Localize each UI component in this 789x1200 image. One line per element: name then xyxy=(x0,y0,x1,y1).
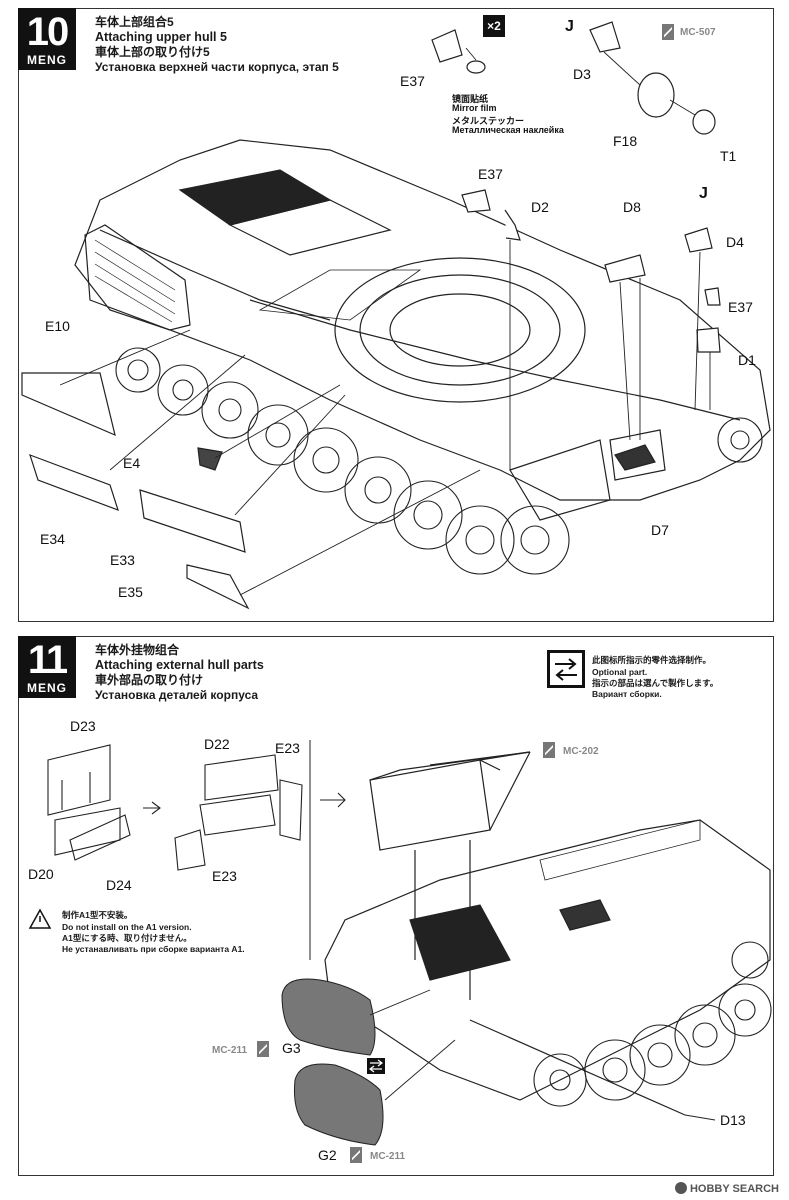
j-mark-2: J xyxy=(699,185,708,202)
watermark-text: HOBBY SEARCH xyxy=(689,1183,779,1195)
label-e23-top: E23 xyxy=(275,740,300,756)
watermark: HOBBY SEARCH xyxy=(674,1182,779,1195)
label-d23: D23 xyxy=(70,718,96,734)
title-jp: 車体上部の取り付け5 xyxy=(95,45,210,59)
label-d24: D24 xyxy=(106,877,132,893)
label-e37-top: E37 xyxy=(400,73,425,89)
mirror-film-jp: メタルステッカー xyxy=(452,116,525,126)
paint-code-mc202: MC-202 xyxy=(563,746,599,757)
paint-brush-icon xyxy=(543,742,555,758)
step11-leader-lines xyxy=(369,989,716,1121)
label-e34: E34 xyxy=(40,531,65,547)
label-e37-right: E37 xyxy=(728,299,753,315)
label-f18: F18 xyxy=(613,133,638,149)
warning-note-jp: A1型にする時、取り付けません。 xyxy=(62,933,192,943)
part-d3 xyxy=(589,21,621,53)
paint-code-mc211-g3: MC-211 xyxy=(212,1045,248,1056)
label-d8: D8 xyxy=(623,199,641,215)
step-number-badge: 10 MENG xyxy=(18,8,76,70)
label-e37-mid: E37 xyxy=(478,166,503,182)
part-f18 xyxy=(637,72,675,118)
step11-hull-drawing xyxy=(324,751,772,1116)
title-en: Attaching upper hull 5 xyxy=(95,30,227,44)
label-e4: E4 xyxy=(123,455,141,471)
step11-subassembly-drawing xyxy=(47,744,346,871)
label-d13: D13 xyxy=(720,1112,746,1128)
part-e10-box xyxy=(21,372,116,437)
step10-hull-drawing xyxy=(74,139,771,575)
mirror-film-en: Mirror film xyxy=(452,103,497,113)
label-e23-bottom: E23 xyxy=(212,868,237,884)
brand-logo: MENG xyxy=(27,53,67,67)
part-g3-tarp xyxy=(281,978,376,1056)
label-t1: T1 xyxy=(720,148,737,164)
warning-triangle-icon xyxy=(28,908,52,929)
label-d22: D22 xyxy=(204,736,230,752)
optional-note-en: Optional part. xyxy=(592,667,648,677)
warning-note-ru: Не устанавливать при сборке варианта A1. xyxy=(62,944,245,954)
part-d8 xyxy=(604,254,646,283)
part-g2-tarp xyxy=(294,1063,384,1146)
paint-code-mc507: MC-507 xyxy=(680,27,716,38)
warning-note-cn: 制作A1型不安装。 xyxy=(62,910,133,920)
part-e34-box xyxy=(29,454,119,511)
part-e37-mid xyxy=(461,189,491,213)
step-title-block: 车体上部组合5 Attaching upper hull 5 車体上部の取り付け… xyxy=(95,15,339,75)
mirror-film-cn: 镜面贴纸 xyxy=(452,94,489,104)
label-d7: D7 xyxy=(651,522,669,538)
title-cn: 车体上部组合5 xyxy=(95,15,174,29)
label-d3: D3 xyxy=(573,66,591,82)
optional-part-legend-icon xyxy=(547,650,585,688)
part-j-bracket xyxy=(684,227,713,253)
title-ru: Установка верхней части корпуса, этап 5 xyxy=(95,60,339,74)
step10-parts xyxy=(21,21,721,610)
part-e4-plate xyxy=(197,447,223,471)
label-e10: E10 xyxy=(45,318,70,334)
paint-code-mc211-g2: MC-211 xyxy=(370,1151,406,1162)
part-e37-lamp xyxy=(431,29,463,63)
step-number: 10 xyxy=(26,10,70,54)
mirror-film-ru: Металлическая наклейка xyxy=(452,125,564,135)
paint-brush-icon xyxy=(257,1041,269,1057)
part-e37-right xyxy=(696,327,721,353)
step11-tarps xyxy=(281,978,384,1146)
label-g2: G2 xyxy=(318,1147,337,1163)
optional-part-icon xyxy=(367,1058,385,1074)
part-e35-wedge xyxy=(186,564,250,610)
label-e33: E33 xyxy=(110,552,135,568)
paint-brush-icon xyxy=(662,24,674,40)
part-t1 xyxy=(692,109,716,135)
j-mark-1: J xyxy=(565,18,574,35)
quantity-badge: ×2 xyxy=(483,15,505,37)
optional-note-cn: 此图标所指示的零件选择制作。 xyxy=(592,655,712,665)
paint-brush-icon xyxy=(350,1147,362,1163)
label-g3: G3 xyxy=(282,1040,301,1056)
label-d4: D4 xyxy=(726,234,744,250)
watermark-logo-icon xyxy=(674,1182,687,1194)
part-d4 xyxy=(704,287,721,306)
warning-note-en: Do not install on the A1 version. xyxy=(62,922,192,932)
optional-note-jp: 指示の部品は選んで製作します。 xyxy=(592,678,719,688)
label-e35: E35 xyxy=(118,584,143,600)
label-d20: D20 xyxy=(28,866,54,882)
optional-note-ru: Вариант сборки. xyxy=(592,689,662,699)
part-e33-box xyxy=(139,489,246,553)
part-mirror-film xyxy=(466,60,486,74)
part-d7 xyxy=(614,444,656,471)
step10-leader-lines xyxy=(59,47,711,596)
label-d1: D1 xyxy=(738,352,756,368)
part-d2 xyxy=(504,209,521,241)
label-d2: D2 xyxy=(531,199,549,215)
